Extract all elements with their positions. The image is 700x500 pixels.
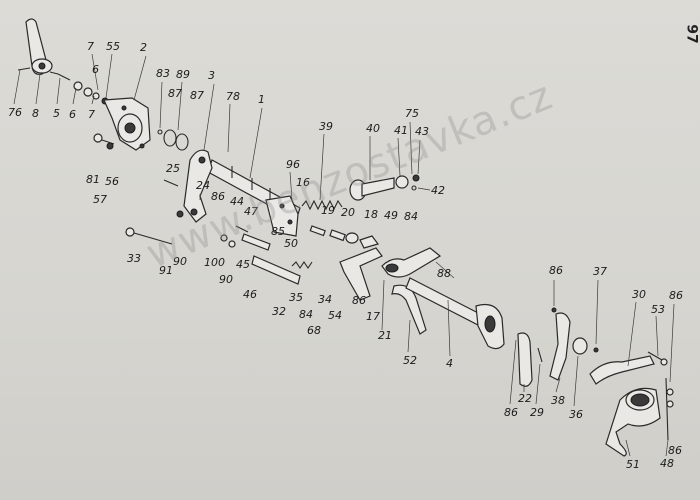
part-label-86: 86 — [668, 444, 682, 457]
part-label-21: 21 — [378, 329, 392, 342]
part-label-4: 4 — [446, 357, 453, 370]
spring-part-39 — [301, 199, 343, 211]
part-label-76: 76 — [8, 106, 22, 119]
part-label-55: 55 — [106, 40, 120, 53]
housing-part-2 — [103, 97, 151, 151]
part-label-29: 29 — [530, 406, 544, 419]
part-label-35: 35 — [289, 291, 303, 304]
pin-row-19-20-18 — [309, 225, 380, 249]
part-label-86: 86 — [352, 294, 366, 307]
parts-22-29-38-36 — [517, 307, 599, 387]
part-label-39: 39 — [319, 120, 333, 133]
screws-81-56 — [93, 133, 115, 150]
part-label-32: 32 — [272, 305, 286, 318]
bracket-part-17 — [339, 247, 383, 301]
part-label-47: 47 — [244, 205, 258, 218]
page-number: 97 — [683, 24, 700, 44]
part-label-54: 54 — [328, 309, 342, 322]
part-label-87: 87 — [190, 89, 204, 102]
part-label-50: 50 — [284, 237, 298, 250]
part-label-7: 7 — [87, 40, 94, 53]
part-label-88: 88 — [437, 267, 451, 280]
part-label-18: 18 — [364, 208, 378, 221]
part-label-87: 87 — [168, 87, 182, 100]
part-label-36: 36 — [569, 408, 583, 421]
part-label-90: 90 — [173, 255, 187, 268]
part-label-41: 41 — [394, 124, 408, 137]
part-label-51: 51 — [626, 458, 640, 471]
part-label-83: 83 — [156, 67, 170, 80]
bolt-part-33 — [125, 227, 173, 245]
part-label-52: 52 — [403, 354, 417, 367]
part-label-24: 24 — [196, 179, 210, 192]
part-label-19: 19 — [321, 204, 335, 217]
part-label-68: 68 — [307, 324, 321, 337]
part-label-6: 6 — [69, 108, 76, 121]
part-label-45: 45 — [236, 258, 250, 271]
part-label-90: 90 — [219, 273, 233, 286]
part-label-75: 75 — [405, 107, 419, 120]
lever-part-3 — [183, 149, 213, 223]
part-label-38: 38 — [551, 394, 565, 407]
shaft-part-4 — [405, 277, 505, 350]
bracket-part-16 — [265, 195, 299, 237]
part-label-2: 2 — [140, 41, 147, 54]
part-label-96: 96 — [286, 158, 300, 171]
parts-30-53 — [589, 351, 668, 385]
part-label-43: 43 — [415, 125, 429, 138]
pin-part-40 — [349, 174, 420, 201]
part-label-3: 3 — [208, 69, 215, 82]
part-label-16: 16 — [296, 176, 310, 189]
part-label-78: 78 — [226, 90, 240, 103]
part-label-5: 5 — [53, 107, 60, 120]
link-arms-45-46 — [241, 233, 313, 285]
part-label-48: 48 — [660, 457, 674, 470]
leader-lines — [13, 53, 675, 457]
sleeve-part-51 — [605, 387, 661, 457]
part-label-6: 6 — [92, 63, 99, 76]
part-label-44: 44 — [230, 195, 244, 208]
lever-part-21 — [381, 247, 442, 278]
pin-part-48 — [665, 377, 674, 441]
part-label-84: 84 — [299, 308, 313, 321]
part-label-40: 40 — [366, 122, 380, 135]
part-label-17: 17 — [366, 310, 380, 323]
part-label-8: 8 — [32, 107, 39, 120]
part-label-30: 30 — [632, 288, 646, 301]
lever-part-8 — [17, 18, 53, 75]
part-label-1: 1 — [258, 93, 265, 106]
rings-83-89-87 — [157, 129, 189, 151]
part-label-25: 25 — [166, 162, 180, 175]
part-label-33: 33 — [127, 252, 141, 265]
part-label-86: 86 — [549, 264, 563, 277]
part-label-85: 85 — [271, 225, 285, 238]
part-label-20: 20 — [341, 206, 355, 219]
hook-part-52 — [391, 284, 427, 335]
part-label-56: 56 — [105, 175, 119, 188]
part-label-57: 57 — [93, 193, 107, 206]
part-label-42: 42 — [431, 184, 445, 197]
part-label-86: 86 — [669, 289, 683, 302]
part-label-84: 84 — [404, 210, 418, 223]
part-label-91: 91 — [159, 264, 173, 277]
part-label-22: 22 — [518, 392, 532, 405]
part-label-81: 81 — [86, 173, 100, 186]
part-label-37: 37 — [593, 265, 607, 278]
part-label-34: 34 — [318, 293, 332, 306]
part-label-86: 86 — [211, 190, 225, 203]
part-label-46: 46 — [243, 288, 257, 301]
part-label-89: 89 — [176, 68, 190, 81]
small-pins-25-90-100 — [163, 179, 249, 248]
part-label-7: 7 — [88, 108, 95, 121]
part-label-53: 53 — [651, 303, 665, 316]
part-label-49: 49 — [384, 209, 398, 222]
part-label-86: 86 — [504, 406, 518, 419]
part-label-100: 100 — [204, 256, 225, 269]
